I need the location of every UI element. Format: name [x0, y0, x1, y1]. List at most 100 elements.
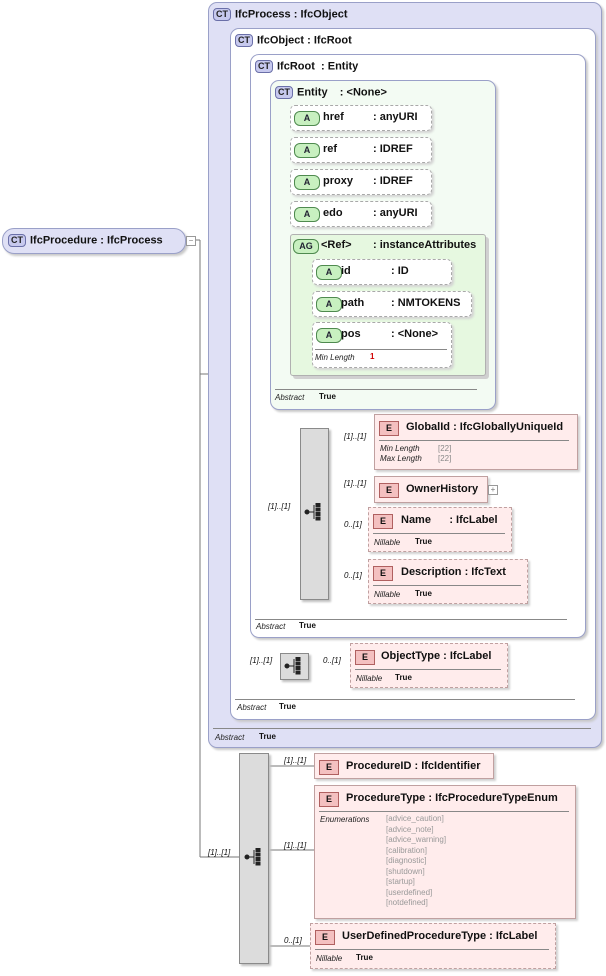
attribute-proxy[interactable]: A proxy : IDREF — [290, 169, 432, 195]
attribute-icon: A — [294, 207, 320, 222]
attribute-type: : anyURI — [373, 207, 418, 219]
minlength-value: 1 — [370, 352, 375, 361]
element-globalid[interactable]: E GlobalId : IfcGloballyUniqueId Min Len… — [374, 414, 578, 470]
attribute-edo[interactable]: A edo : anyURI — [290, 201, 432, 227]
abstract-label: Abstract — [256, 622, 286, 631]
nillable-value: True — [356, 953, 373, 962]
abstract-value: True — [299, 621, 316, 630]
attribute-group-icon: AG — [293, 239, 319, 254]
element-name: OwnerHistory — [406, 483, 479, 495]
attribute-ref[interactable]: A ref : IDREF — [290, 137, 432, 163]
cardinality: 0..[1] — [323, 656, 341, 665]
sequence-cardinality: [1]..[1] — [250, 656, 273, 665]
attribute-icon: A — [294, 175, 320, 190]
attribute-href[interactable]: A href : anyURI — [290, 105, 432, 131]
meta-label: Min Length — [380, 444, 420, 453]
enum-value: [advice_note] — [386, 824, 434, 834]
cardinality: [1]..[1] — [284, 756, 307, 765]
element-icon: E — [319, 760, 339, 775]
element-icon: E — [379, 421, 399, 436]
attribute-icon: A — [294, 143, 320, 158]
enumerations-label: Enumerations — [320, 815, 370, 824]
entity-name: Entity — [297, 86, 328, 99]
enum-value: [notdefined] — [386, 898, 428, 907]
sequence-cardinality: [1]..[1] — [268, 502, 291, 511]
element-name: ProcedureType — [346, 792, 426, 804]
element-name[interactable]: E Name : IfcLabel Nillable True — [368, 507, 512, 552]
element-icon: E — [319, 792, 339, 807]
element-type: : IfcLabel — [489, 930, 538, 942]
element-procedureid[interactable]: E ProcedureID : IfcIdentifier — [314, 753, 494, 779]
attribute-group-type: : instanceAttributes — [373, 239, 477, 251]
enum-value: [advice_caution] — [386, 814, 444, 823]
ifcroot-name: IfcRoot — [277, 60, 315, 73]
minlength-label: Min Length — [315, 353, 355, 362]
attribute-name: pos — [341, 328, 361, 340]
element-description[interactable]: E Description : IfcText Nillable True — [368, 559, 528, 604]
attribute-name: ref — [323, 143, 338, 155]
attribute-type: : IDREF — [373, 143, 413, 155]
abstract-value: True — [319, 392, 336, 401]
nillable-value: True — [415, 537, 432, 546]
element-type: : IfcProcedureTypeEnum — [428, 792, 558, 804]
root-name: IfcProcedure — [30, 234, 98, 247]
element-name: ObjectType — [381, 650, 441, 662]
nillable-label: Nillable — [374, 538, 401, 547]
nillable-label: Nillable — [316, 954, 343, 963]
collapse-icon[interactable]: − — [186, 236, 196, 246]
complex-type-icon: CT — [235, 34, 253, 47]
cardinality: 0..[1] — [344, 571, 362, 580]
abstract-label: Abstract — [275, 393, 305, 402]
element-type: : IfcGloballyUniqueId — [453, 421, 564, 433]
attribute-path[interactable]: A path : NMTOKENS — [312, 291, 472, 317]
element-objecttype[interactable]: E ObjectType : IfcLabel Nillable True — [350, 643, 508, 688]
ifcprocess-name: IfcProcess — [235, 8, 291, 21]
element-icon: E — [373, 514, 393, 529]
abstract-value: True — [259, 732, 276, 741]
element-name: Description — [401, 566, 462, 578]
abstract-label: Abstract — [237, 703, 267, 712]
complex-type-icon: CT — [275, 86, 293, 99]
attribute-name: proxy — [323, 175, 353, 187]
cardinality: [1]..[1] — [344, 479, 367, 488]
sequence-cardinality: [1]..[1] — [208, 848, 231, 857]
expand-icon[interactable]: + — [488, 485, 498, 495]
meta-value: [22] — [438, 444, 452, 453]
complex-type-icon: CT — [255, 60, 273, 73]
enumeration-list: [advice_caution] [advice_note] [advice_w… — [386, 814, 446, 909]
cardinality: [1]..[1] — [344, 432, 367, 441]
attribute-type: : <None> — [391, 328, 439, 340]
attribute-name: path — [341, 297, 365, 309]
cardinality: [1]..[1] — [284, 841, 307, 850]
root-type: IfcProcess — [107, 234, 163, 247]
entity-type: <None> — [346, 86, 387, 99]
attribute-pos[interactable]: A pos : <None> Min Length 1 — [312, 322, 452, 368]
ifcobject-name: IfcObject — [257, 34, 305, 47]
ifcroot-type: Entity — [327, 60, 359, 73]
element-userdefinedproceduretype[interactable]: E UserDefinedProcedureType : IfcLabel Ni… — [310, 923, 556, 969]
attribute-id[interactable]: A id : ID — [312, 259, 452, 285]
enum-value: [startup] — [386, 877, 415, 886]
nillable-value: True — [395, 673, 412, 682]
attribute-type: : NMTOKENS — [391, 297, 461, 309]
meta-label: Max Length — [380, 454, 422, 463]
element-icon: E — [379, 483, 399, 498]
enum-value: [userdefined] — [386, 887, 433, 897]
element-icon: E — [373, 566, 393, 581]
enum-value: [calibration] — [386, 845, 427, 855]
attribute-icon: A — [316, 297, 342, 312]
attribute-type: : IDREF — [373, 175, 413, 187]
element-ownerhistory[interactable]: E OwnerHistory — [374, 476, 488, 503]
nillable-label: Nillable — [374, 590, 401, 599]
element-type: : IfcLabel — [449, 514, 498, 526]
element-proceduretype[interactable]: E ProcedureType : IfcProcedureTypeEnum E… — [314, 785, 576, 919]
ifcobject-type: IfcRoot — [313, 34, 352, 47]
enum-value: [shutdown] — [386, 866, 425, 876]
element-type: : IfcIdentifier — [414, 760, 481, 772]
element-type: : IfcText — [464, 566, 506, 578]
sequence-icon — [284, 657, 301, 675]
attribute-group-name: <Ref> — [321, 239, 352, 251]
attribute-icon: A — [316, 328, 342, 343]
attribute-icon: A — [316, 265, 342, 280]
